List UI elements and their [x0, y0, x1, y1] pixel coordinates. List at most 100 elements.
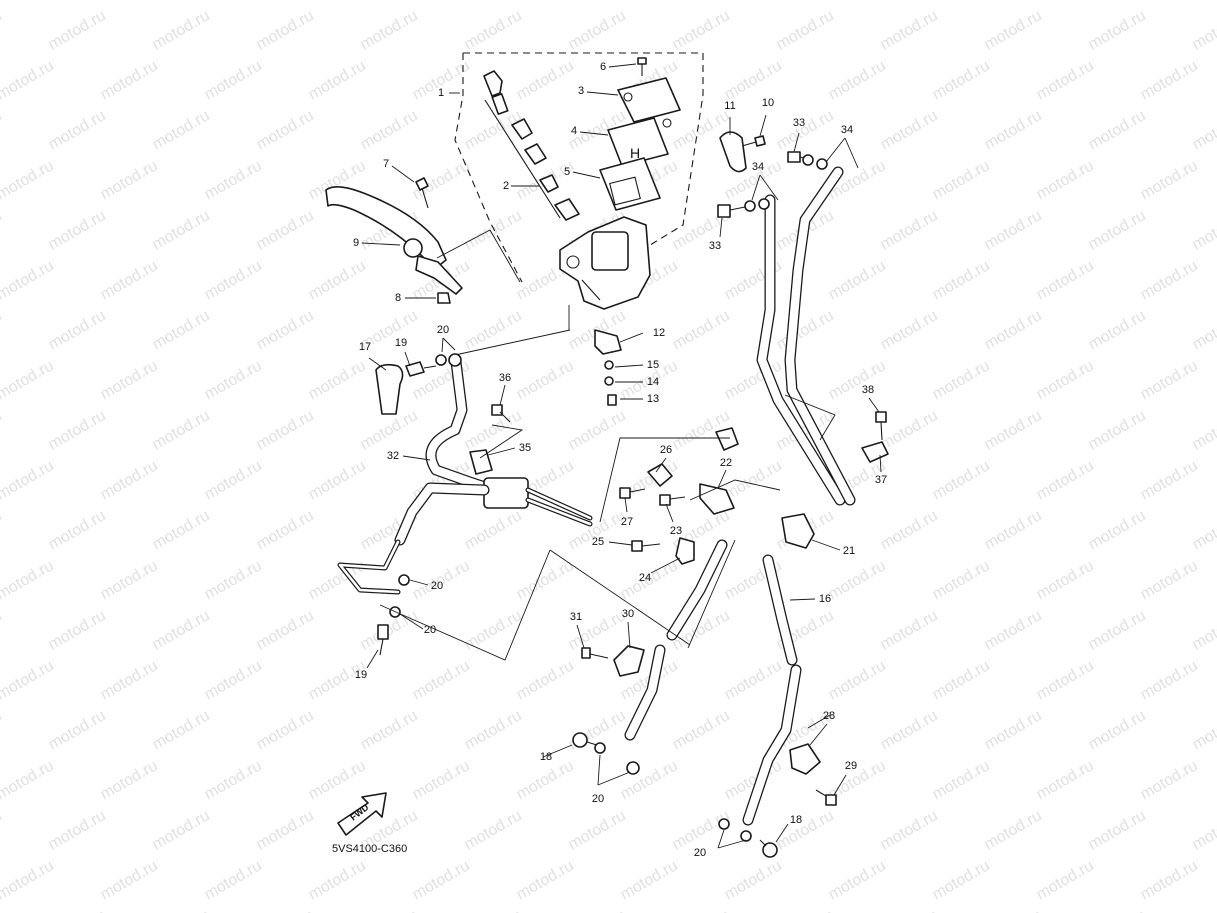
- watermark-text: motod.ru: [722, 0, 785, 3]
- watermark-text: motod.ru: [514, 57, 577, 103]
- watermark-text: motod.ru: [1138, 557, 1201, 603]
- callout-2: 2: [503, 180, 509, 192]
- assembly-lines: [379, 394, 836, 729]
- watermark-text: motod.ru: [46, 207, 109, 253]
- watermark-text: motod.ru: [774, 107, 837, 153]
- callout-18-upper: 18: [540, 751, 552, 763]
- watermark-text: motod.ru: [98, 857, 161, 903]
- callout-5: 5: [564, 166, 570, 178]
- watermark-text: motod.ru: [1190, 307, 1217, 353]
- watermark-text: motod.ru: [462, 607, 525, 653]
- watermark-text: motod.ru: [254, 907, 317, 913]
- watermark-text: motod.ru: [0, 207, 5, 253]
- watermark-text: motod.ru: [982, 7, 1045, 53]
- callout-36: 36: [499, 372, 511, 384]
- brake-lever: [325, 186, 521, 295]
- watermark-text: motod.ru: [46, 507, 109, 553]
- watermark-text: motod.ru: [982, 507, 1045, 553]
- watermark-text: motod.ru: [0, 457, 57, 503]
- watermark-text: motod.ru: [826, 257, 889, 303]
- callout-13: 13: [647, 393, 659, 405]
- watermark-text: motod.ru: [98, 757, 161, 803]
- watermark-text: motod.ru: [1034, 0, 1097, 3]
- callout-24: 24: [639, 572, 651, 584]
- callout-22: 22: [720, 457, 732, 469]
- watermark-text: motod.ru: [462, 807, 525, 853]
- hoses-and-pipes: [337, 166, 856, 826]
- watermark-text: motod.ru: [930, 257, 993, 303]
- callout-27: 27: [621, 516, 633, 528]
- watermark-text: motod.ru: [0, 7, 5, 53]
- watermark-text: motod.ru: [1190, 607, 1217, 653]
- callout-33-upper: 33: [793, 117, 805, 129]
- watermark-text: motod.ru: [1086, 707, 1149, 753]
- watermark-text: motod.ru: [98, 157, 161, 203]
- callout-17: 17: [359, 341, 371, 353]
- brake-switch: [594, 329, 622, 355]
- watermark-text: motod.ru: [150, 307, 213, 353]
- watermark-text: motod.ru: [878, 107, 941, 153]
- watermark-text: motod.ru: [46, 807, 109, 853]
- watermark-text: motod.ru: [202, 157, 265, 203]
- watermark-text: motod.ru: [1190, 107, 1217, 153]
- watermark-text: motod.ru: [358, 7, 421, 53]
- watermark-text: motod.ru: [202, 457, 265, 503]
- watermark-text: motod.ru: [1034, 857, 1097, 903]
- watermark-text: motod.ru: [1034, 557, 1097, 603]
- watermark-text: motod.ru: [514, 757, 577, 803]
- watermark-text: motod.ru: [202, 857, 265, 903]
- watermark-text: motod.ru: [254, 607, 317, 653]
- watermark-text: motod.ru: [930, 0, 993, 3]
- watermark-text: motod.ru: [878, 807, 941, 853]
- callout-21: 21: [843, 545, 855, 557]
- watermark-text: motod.ru: [722, 857, 785, 903]
- watermark-text: motod.ru: [1190, 207, 1217, 253]
- watermark-text: motod.ru: [410, 657, 473, 703]
- watermark-text: motod.ru: [0, 757, 57, 803]
- watermark-text: motod.ru: [1034, 657, 1097, 703]
- watermark-text: motod.ru: [98, 657, 161, 703]
- watermark-text: motod.ru: [462, 207, 525, 253]
- watermark-text: motod.ru: [514, 657, 577, 703]
- callout-20-bottom-right: 20: [694, 847, 706, 859]
- watermark-text: motod.ru: [618, 857, 681, 903]
- watermark-text: motod.ru: [462, 707, 525, 753]
- watermark-text: motod.ru: [1190, 907, 1217, 913]
- watermark-text: motod.ru: [1034, 157, 1097, 203]
- watermark-text: motod.ru: [878, 607, 941, 653]
- watermark-text: motod.ru: [0, 0, 57, 3]
- brackets: [389, 154, 889, 842]
- callout-20-mid: 20: [431, 580, 443, 592]
- watermark-text: motod.ru: [254, 7, 317, 53]
- watermark-text: motod.ru: [826, 657, 889, 703]
- watermark-text: motod.ru: [358, 607, 421, 653]
- watermark-text: motod.ru: [1034, 757, 1097, 803]
- watermark-text: motod.ru: [1138, 357, 1201, 403]
- watermark-text: motod.ru: [254, 107, 317, 153]
- watermark-text: motod.ru: [1034, 457, 1097, 503]
- watermark-text: motod.ru: [358, 107, 421, 153]
- watermark-text: motod.ru: [514, 557, 577, 603]
- watermark-text: motod.ru: [254, 807, 317, 853]
- watermark-text: motod.ru: [878, 507, 941, 553]
- watermark-text: motod.ru: [774, 307, 837, 353]
- watermark-text: motod.ru: [982, 607, 1045, 653]
- watermark-text: motod.ru: [982, 707, 1045, 753]
- watermark-text: motod.ru: [1138, 257, 1201, 303]
- watermark-text: motod.ru: [1034, 57, 1097, 103]
- watermark-text: motod.ru: [306, 257, 369, 303]
- watermark-text: motod.ru: [150, 707, 213, 753]
- watermark-text: motod.ru: [0, 357, 57, 403]
- callout-37: 37: [875, 474, 887, 486]
- watermark-text: motod.ru: [670, 907, 733, 913]
- watermark-text: motod.ru: [0, 807, 5, 853]
- callout-18-lower: 18: [790, 814, 802, 826]
- watermark-text: motod.ru: [254, 407, 317, 453]
- watermark-text: motod.ru: [774, 807, 837, 853]
- watermark-text: motod.ru: [982, 807, 1045, 853]
- callout-10: 10: [762, 97, 774, 109]
- watermark-text: motod.ru: [0, 857, 57, 903]
- callout-23: 23: [670, 525, 682, 537]
- watermark-text: motod.ru: [514, 0, 577, 3]
